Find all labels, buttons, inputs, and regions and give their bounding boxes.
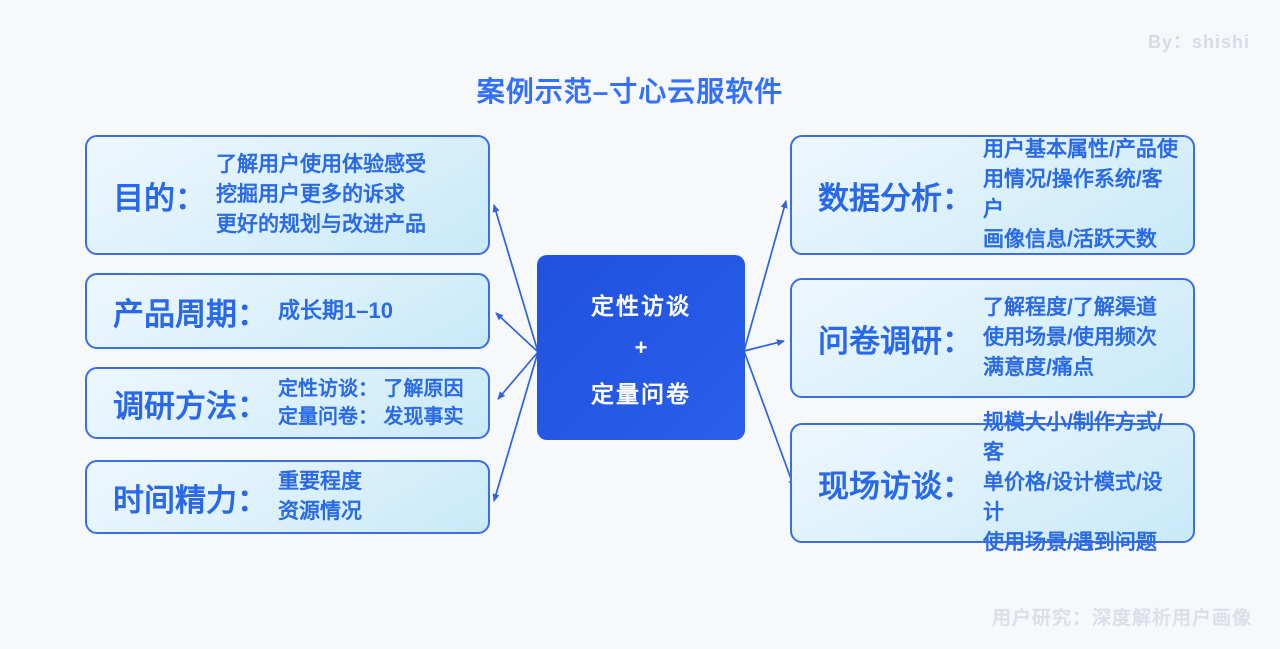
node-line: 定性访谈： 了解原因 <box>278 377 464 400</box>
node-purpose-label: 目的： <box>113 180 206 216</box>
node-line: 更好的规划与改进产品 <box>216 212 426 236</box>
node-time-energy: 时间精力： 重要程度 资源情况 <box>85 460 490 534</box>
node-purpose: 目的： 了解用户使用体验感受 挖掘用户更多的诉求 更好的规划与改进产品 <box>85 135 490 255</box>
node-line: 用户基本属性/产品使 <box>983 138 1178 162</box>
footer-note: 用户研究：深度解析用户画像 <box>991 608 1252 629</box>
node-line: 定量问卷： 发现事实 <box>278 406 464 428</box>
node-time-energy-label: 时间精力： <box>113 482 268 518</box>
node-field-interview-label: 现场访谈： <box>818 468 973 504</box>
node-product-cycle: 产品周期： 成长期1–10 <box>85 273 490 349</box>
node-line: 了解程度/了解渠道 <box>983 296 1157 320</box>
node-line: 画像信息/活跃天数 <box>983 227 1157 251</box>
node-research-method: 调研方法： 定性访谈： 了解原因 定量问卷： 发现事实 <box>85 367 490 439</box>
node-line: 使用场景/使用频次 <box>983 326 1157 350</box>
node-research-method-label: 调研方法： <box>113 388 268 424</box>
node-line: 用情况/操作系统/客户 <box>983 168 1163 221</box>
node-line: 资源情况 <box>278 500 362 523</box>
node-data-analysis-label: 数据分析： <box>818 180 973 216</box>
node-questionnaire: 问卷调研： 了解程度/了解渠道 使用场景/使用频次 满意度/痛点 <box>790 278 1195 398</box>
node-line: 使用场景/遇到问题 <box>983 530 1157 554</box>
center-line-1: 定性访谈 <box>591 292 691 319</box>
author-byline: By：shishi <box>1147 32 1250 52</box>
node-research-method-desc: 定性访谈： 了解原因 定量问卷： 发现事实 <box>278 375 464 432</box>
node-product-cycle-desc: 成长期1–10 <box>278 295 393 326</box>
node-line: 了解用户使用体验感受 <box>216 153 426 177</box>
node-line: 挖掘用户更多的诉求 <box>216 183 405 207</box>
node-field-interview-desc: 规模大小/制作方式/客 单价格/设计模式/设计 使用场景/遇到问题 <box>983 408 1179 557</box>
node-questionnaire-desc: 了解程度/了解渠道 使用场景/使用频次 满意度/痛点 <box>983 293 1157 382</box>
node-purpose-desc: 了解用户使用体验感受 挖掘用户更多的诉求 更好的规划与改进产品 <box>216 150 426 239</box>
node-line: 单价格/设计模式/设计 <box>983 471 1163 524</box>
center-plus-sign: + <box>634 334 648 360</box>
node-questionnaire-label: 问卷调研： <box>818 323 973 359</box>
node-field-interview: 现场访谈： 规模大小/制作方式/客 单价格/设计模式/设计 使用场景/遇到问题 <box>790 411 1195 554</box>
node-line: 满意度/痛点 <box>983 355 1094 379</box>
node-data-analysis: 数据分析： 用户基本属性/产品使 用情况/操作系统/客户 画像信息/活跃天数 <box>790 135 1195 255</box>
node-line: 重要程度 <box>278 470 362 494</box>
node-time-energy-desc: 重要程度 资源情况 <box>278 467 362 527</box>
node-line: 成长期1–10 <box>278 298 393 324</box>
node-line: 规模大小/制作方式/客 <box>983 411 1163 465</box>
node-product-cycle-label: 产品周期： <box>113 296 268 332</box>
center-line-2: 定量问卷 <box>591 380 691 407</box>
node-center-method: 定性访谈 + 定量问卷 <box>537 255 745 440</box>
page-title: 案例示范–寸心云服软件 <box>476 76 784 107</box>
node-data-analysis-desc: 用户基本属性/产品使 用情况/操作系统/客户 画像信息/活跃天数 <box>983 135 1179 254</box>
